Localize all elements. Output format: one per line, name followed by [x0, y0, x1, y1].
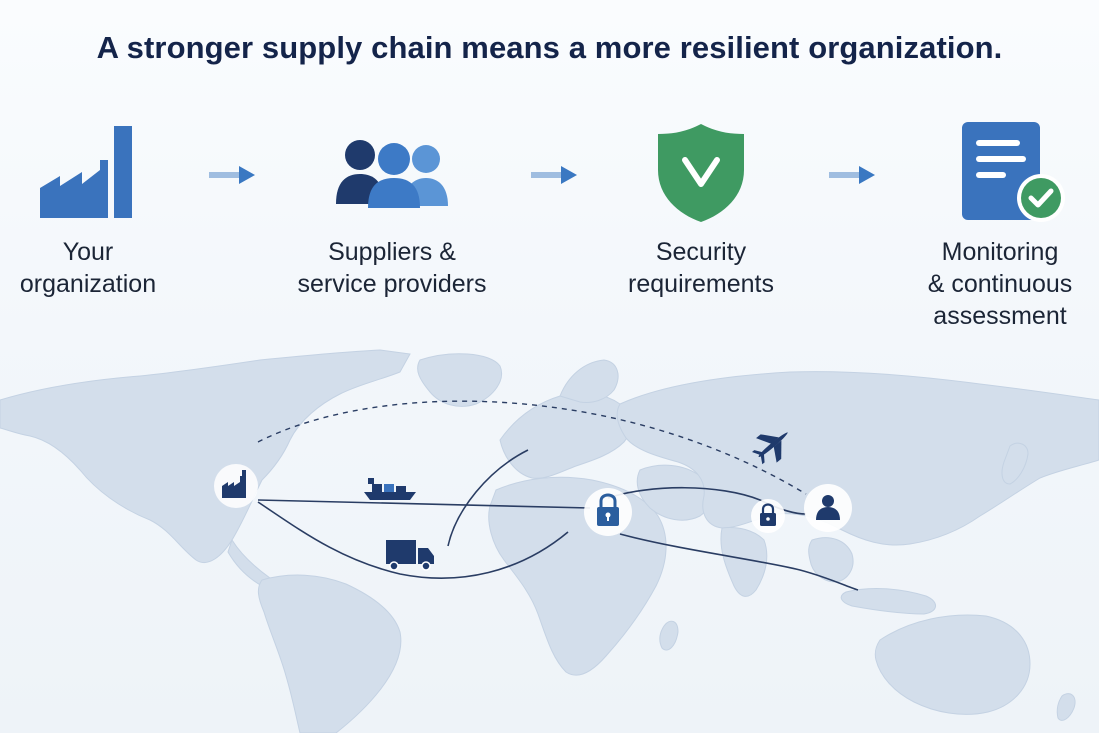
factory-pin-icon: [214, 464, 258, 508]
arrow-right-icon: [531, 166, 577, 184]
cargo-ship-icon: [364, 478, 416, 500]
people-icon: [336, 140, 448, 208]
lock-pin-icon: [584, 488, 632, 536]
delivery-truck-icon: [386, 540, 434, 571]
step-label-suppliers: Suppliers &service providers: [297, 238, 487, 298]
factory-icon: [40, 126, 132, 218]
arrow-right-icon: [209, 166, 255, 184]
document-check-icon: [962, 122, 1065, 222]
world-map: [0, 349, 1099, 733]
continents: [0, 349, 1099, 733]
arrow-right-icon: [829, 166, 875, 184]
headline: A stronger supply chain means a more res…: [96, 30, 1003, 65]
small-lock-pin-icon: [751, 499, 785, 533]
shield-check-icon: [658, 124, 744, 222]
supply-routes: [257, 400, 859, 591]
airplane-icon: [752, 432, 788, 465]
user-pin-icon: [804, 484, 852, 532]
